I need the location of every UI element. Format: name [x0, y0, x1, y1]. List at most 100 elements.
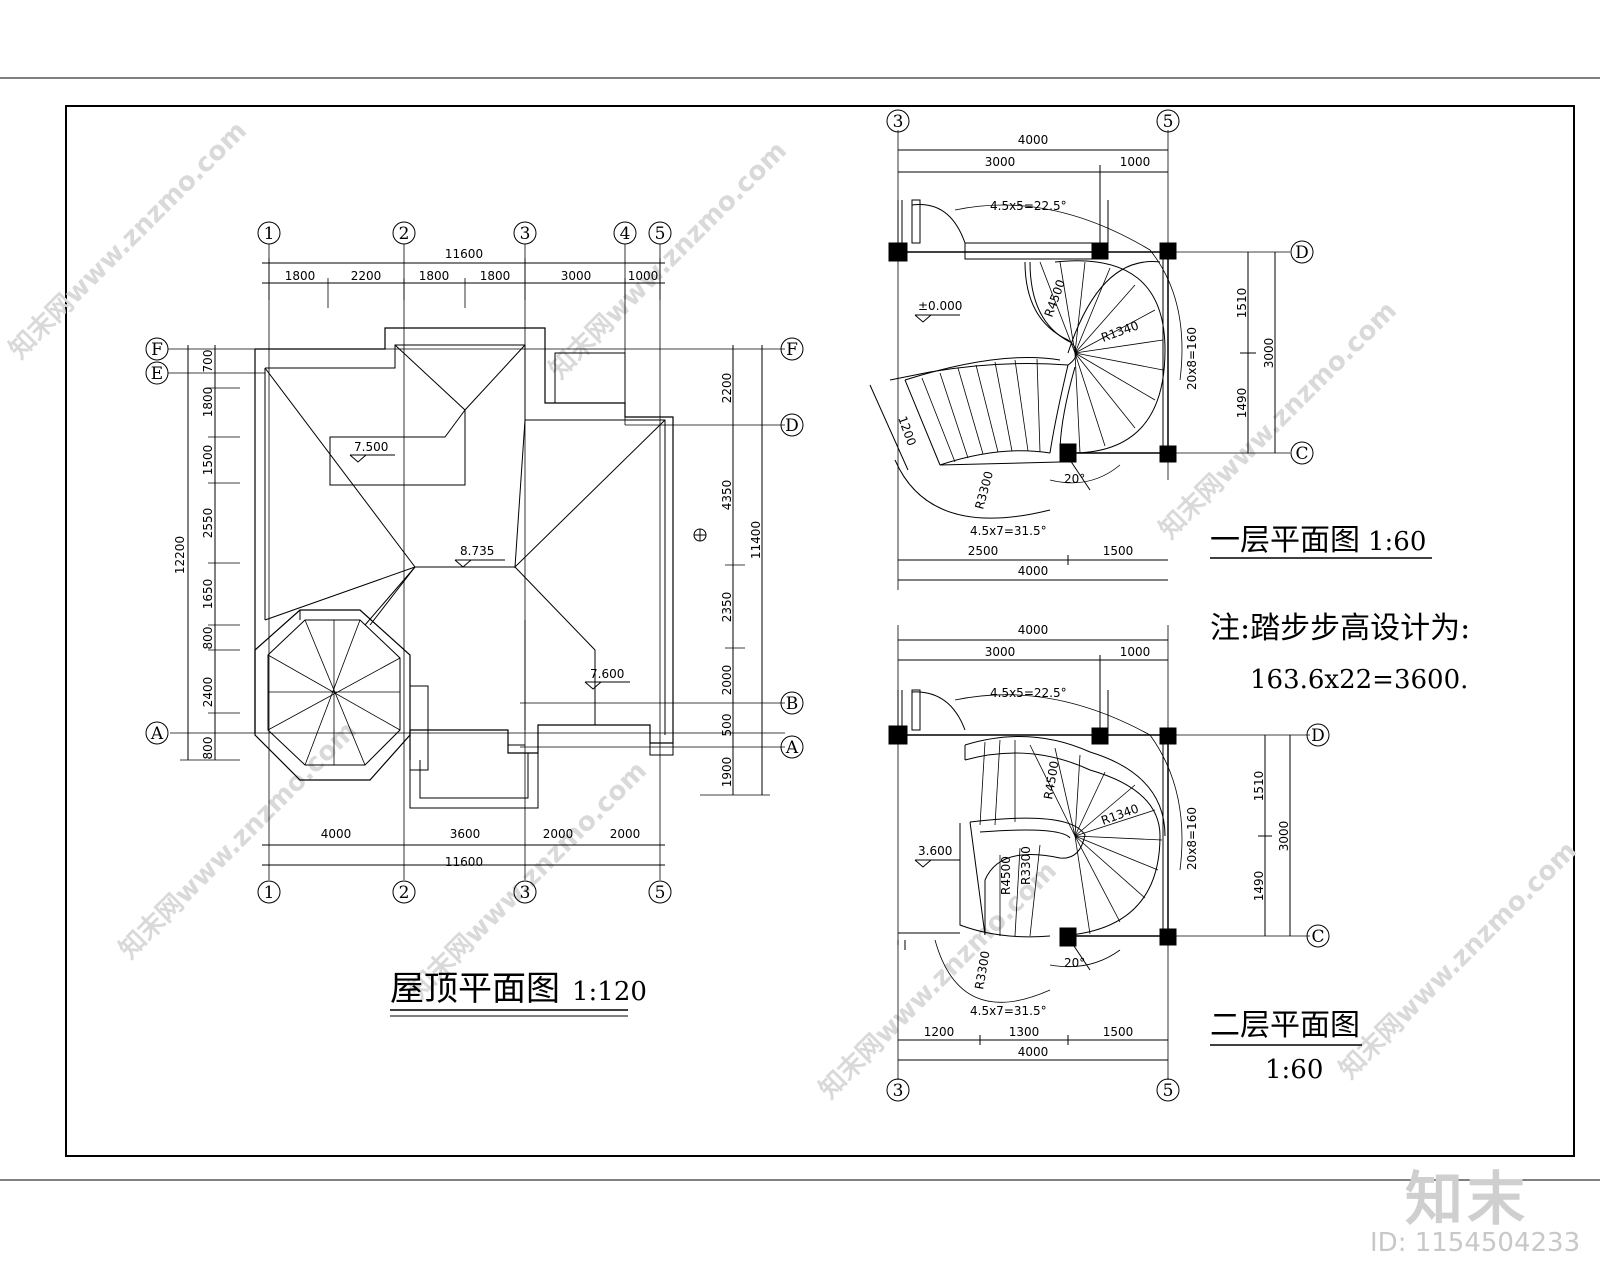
axis-bubble	[513, 880, 537, 904]
axis-label: D	[1295, 243, 1309, 263]
axis-bubble	[145, 337, 169, 361]
dimension-label: 3000	[1262, 338, 1276, 369]
axis-label: 4	[620, 224, 631, 244]
floor2-scale: 1:60	[1265, 1055, 1323, 1085]
dimension-label: 1490	[1235, 388, 1249, 419]
axis-label: D	[1311, 726, 1325, 746]
axis-bubble	[1290, 240, 1314, 264]
radius-label: R4500	[999, 856, 1013, 895]
dimension-label: 4000	[321, 827, 352, 841]
axis-bubble	[780, 735, 804, 759]
axis-bubble	[1306, 924, 1330, 948]
dimension-label: 3000	[1277, 821, 1291, 852]
axis-label: A	[785, 738, 799, 758]
dimension-label: 2500	[968, 544, 999, 558]
dimension-label: 1000	[1120, 645, 1151, 659]
dimension-label: 4000	[1018, 133, 1049, 147]
axis-label: 3	[893, 112, 904, 132]
roof-plan-text: 1 2 3 4 5 1 2 3 5 F E A F D B A 11600 18…	[150, 224, 799, 1009]
radius-label: R3300	[972, 470, 996, 511]
dimension-label: 2200	[720, 373, 734, 404]
dimension-label: 3000	[985, 645, 1016, 659]
dimension-label: 1900	[720, 757, 734, 788]
angle-label: 20°	[1064, 956, 1085, 970]
axis-label: 2	[399, 883, 410, 903]
elevation-label: 7.500	[354, 440, 388, 454]
watermark-text: 知末网www.znzmo.com	[1334, 836, 1583, 1085]
dimension-label: 1650	[201, 579, 215, 610]
radius-label: R3300	[1019, 846, 1033, 885]
axis-bubble	[886, 1078, 910, 1102]
axis-bubble	[1306, 723, 1330, 747]
roof-plan-title: 屋顶平面图	[390, 969, 560, 1009]
axis-label: 1	[264, 224, 275, 244]
axis-label: D	[785, 416, 799, 436]
dimension-label: 500	[720, 714, 734, 737]
dimension-label: 12200	[173, 536, 187, 574]
radius-label: R1340	[1099, 318, 1140, 344]
axis-bubble	[780, 413, 804, 437]
dimension-label: 800	[201, 737, 215, 760]
floor1-plan	[869, 109, 1432, 590]
floor1-text: 3 5 D C 4000 3000 1000 4.5x5=22.5° 4.5x7…	[893, 112, 1427, 578]
axis-label: 3	[893, 1081, 904, 1101]
dimension-label: 2000	[543, 827, 574, 841]
dimension-label: 2200	[351, 269, 382, 283]
axis-bubble	[257, 221, 281, 245]
image-id-text: ID: 1154504233	[1370, 1228, 1581, 1258]
note-line-2: 163.6x22=3600.	[1250, 665, 1468, 695]
stair-note: 注:踏步步高设计为: 163.6x22=3600.	[1210, 611, 1470, 695]
floor1-scale: 1:60	[1368, 527, 1426, 557]
angle-label: 4.5x7=31.5°	[970, 524, 1047, 538]
axis-bubble	[780, 691, 804, 715]
floor2-text: 3 5 D C 4000 3000 1000 4.5x5=22.5° 4.5x7…	[893, 623, 1360, 1101]
dimension-label: 1500	[201, 445, 215, 476]
axis-label: A	[150, 724, 164, 744]
elevation-label: ±0.000	[918, 299, 962, 313]
roof-plan	[145, 221, 804, 1017]
axis-label: 3	[520, 224, 531, 244]
dimension-label: 3000	[561, 269, 592, 283]
axis-bubble	[648, 221, 672, 245]
note-line-1: 注:踏步步高设计为:	[1210, 611, 1470, 646]
floor2-plan	[886, 625, 1362, 1102]
image-id: ID: 1154504233	[1370, 1228, 1580, 1258]
axis-bubble	[145, 361, 169, 385]
axis-label: E	[151, 364, 163, 384]
tread-note: 20x8=160	[1185, 327, 1199, 390]
axis-label: B	[786, 694, 799, 714]
watermark-text: 知末网www.znzmo.com	[4, 116, 253, 365]
dimension-label: 1500	[1103, 544, 1134, 558]
axis-label: F	[151, 340, 163, 360]
roof-plan-scale: 1:120	[572, 977, 647, 1007]
axis-label: 5	[655, 883, 666, 903]
axis-label: C	[1295, 444, 1308, 464]
tread-note: 20x8=160	[1185, 807, 1199, 870]
dimension-label: 1800	[285, 269, 316, 283]
radius-label: R1340	[1099, 801, 1140, 827]
landing-width-label: 1200	[895, 414, 919, 447]
brand-logo-text: 知末	[1405, 1165, 1530, 1233]
radius-label: R3300	[972, 950, 993, 991]
dimension-label: 800	[201, 627, 215, 650]
dimension-label: 4000	[1018, 1045, 1049, 1059]
dimension-label: 11600	[445, 855, 483, 869]
dimension-label: 2000	[610, 827, 641, 841]
dimension-label: 2350	[720, 592, 734, 623]
axis-bubble	[1156, 1078, 1180, 1102]
dimension-label: 11400	[749, 521, 763, 559]
dimension-label: 1200	[924, 1025, 955, 1039]
axis-bubble	[613, 221, 637, 245]
axis-bubble	[648, 880, 672, 904]
floor2-title: 二层平面图	[1210, 1008, 1360, 1043]
angle-label: 20°	[1064, 472, 1085, 486]
floor1-title: 一层平面图	[1210, 523, 1360, 558]
axis-bubble	[1290, 441, 1314, 465]
dimension-label: 1490	[1252, 871, 1266, 902]
watermark-text: 知末网www.znzmo.com	[544, 136, 793, 385]
dimension-label: 4000	[1018, 623, 1049, 637]
axis-label: 5	[1163, 112, 1174, 132]
radius-label: R4500	[1042, 278, 1068, 319]
radius-label: R4500	[1041, 760, 1062, 801]
